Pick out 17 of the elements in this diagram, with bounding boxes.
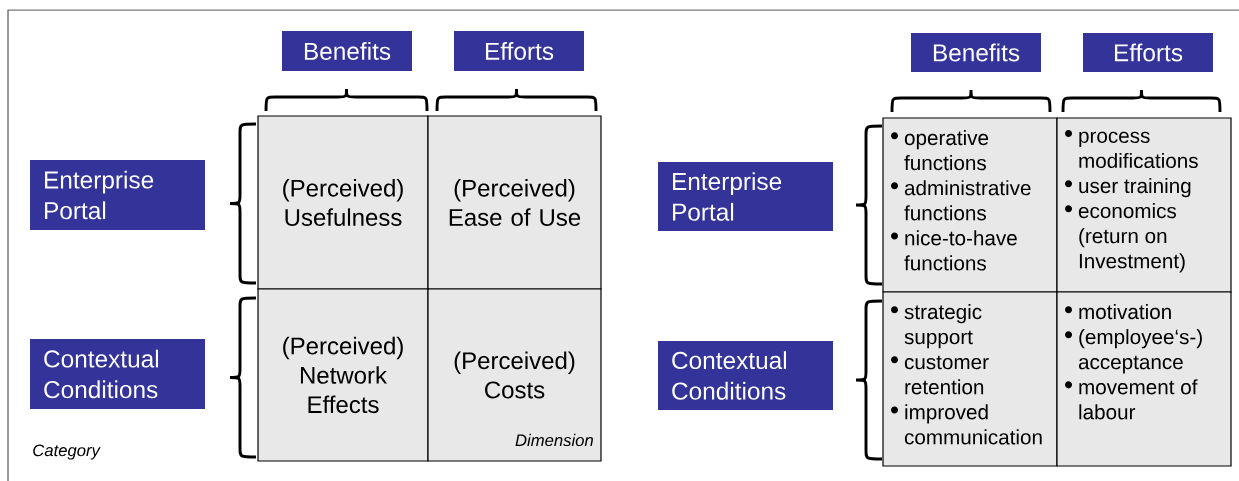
category-box: Contextual Conditions	[30, 339, 205, 409]
matrix-cell: motivation (employee‘s-) acceptance movement of labour	[1056, 291, 1232, 467]
matrix-cell: process modifications user training economics (return on Investment)	[1056, 117, 1232, 293]
category-label: Category	[33, 444, 101, 460]
matrix-cell: (Perceived) Network Effects	[257, 288, 429, 462]
category-box: Enterprise Portal	[658, 162, 833, 231]
matrix-cell: (Perceived) Usefulness	[257, 115, 429, 290]
dimension-label: Dimension	[515, 433, 593, 447]
category-box: Contextual Conditions	[658, 341, 833, 410]
category-box: Enterprise Portal	[30, 160, 205, 230]
matrix-cell: operative functions administrative functions nice-to-have functions	[882, 117, 1058, 293]
header-box: Benefits	[911, 33, 1041, 72]
header-box: Efforts	[454, 31, 584, 71]
matrix-cell: (Perceived) Ease of Use	[427, 115, 602, 290]
matrix-cell: strategic support customer retention improved communication	[882, 291, 1058, 467]
header-box: Efforts	[1083, 33, 1213, 72]
header-box: Benefits	[282, 31, 412, 71]
